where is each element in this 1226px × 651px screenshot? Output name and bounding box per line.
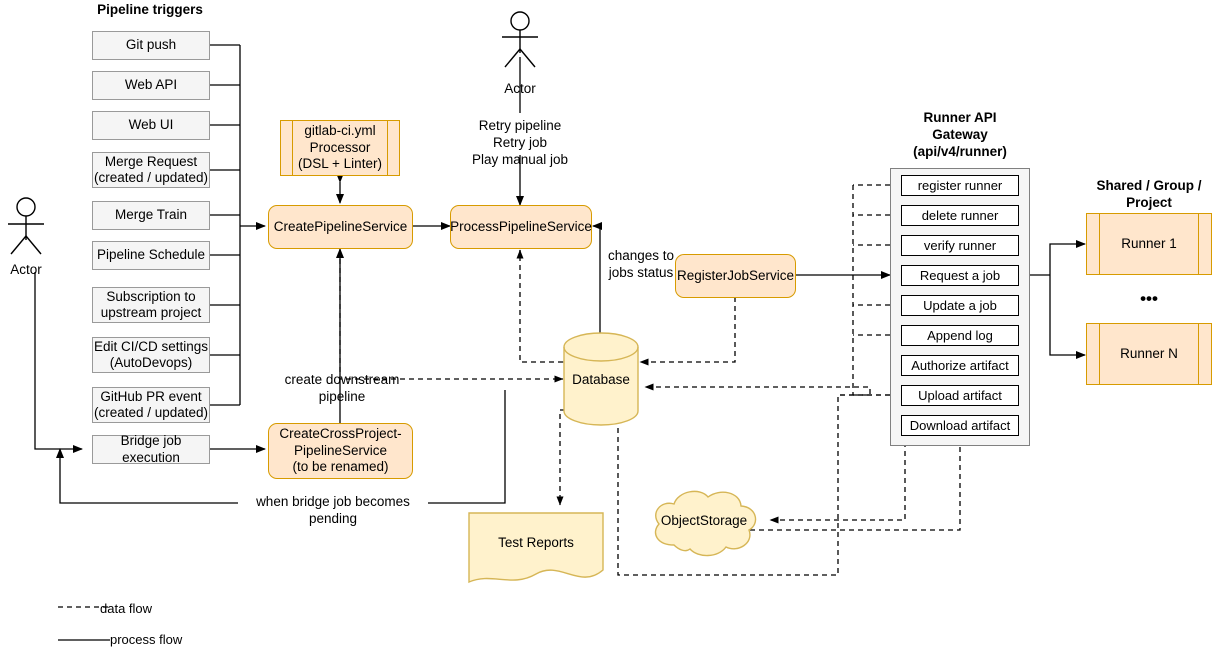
trigger-label: Bridge job execution <box>120 433 182 465</box>
api-delete-runner[interactable]: delete runner <box>901 205 1019 226</box>
api-label: Upload artifact <box>918 387 1002 403</box>
trigger-label: Web API <box>124 77 178 93</box>
runner-label: Runner N <box>1120 345 1178 361</box>
create-cross-project-pipeline-service[interactable]: CreateCrossProject- PipelineService (to … <box>268 423 413 479</box>
create-downstream-pipeline-label: create downstream pipeline <box>284 372 400 404</box>
trigger-bridge-job-execution[interactable]: Bridge job execution <box>92 433 210 465</box>
create-pipeline-service[interactable]: CreatePipelineService <box>268 205 413 249</box>
runner-label: Runner 1 <box>1121 235 1177 251</box>
api-request-a-job[interactable]: Request a job <box>901 265 1019 286</box>
database-shape[interactable] <box>563 332 639 426</box>
actor-top-icon <box>502 11 538 68</box>
api-label: register runner <box>917 177 1003 193</box>
api-label: Update a job <box>923 297 997 313</box>
api-label: Request a job <box>919 267 1001 283</box>
runner-bar-left <box>1099 214 1100 274</box>
api-label: delete runner <box>921 207 999 223</box>
api-update-a-job[interactable]: Update a job <box>901 295 1019 316</box>
pkg-bar-right <box>387 121 388 175</box>
runner-1[interactable]: Runner 1 <box>1086 213 1212 275</box>
trigger-label: Pipeline Schedule <box>96 247 206 263</box>
trigger-label: Merge Train <box>114 207 188 223</box>
service-label: CreateCrossProject- PipelineService (to … <box>279 426 402 475</box>
api-label: Authorize artifact <box>911 357 1009 373</box>
api-append-log[interactable]: Append log <box>901 325 1019 346</box>
trigger-label: Web UI <box>128 117 174 133</box>
trigger-label: Merge Request (created / updated) <box>93 153 209 185</box>
api-authorize-artifact[interactable]: Authorize artifact <box>901 355 1019 376</box>
service-label: RegisterJobService <box>676 267 795 283</box>
runner-bar-right <box>1198 214 1199 274</box>
legend-process-flow-label: process flow <box>110 632 183 647</box>
api-label: Append log <box>927 327 993 343</box>
object-storage-shape[interactable] <box>648 487 760 559</box>
trigger-merge-request[interactable]: Merge Request (created / updated) <box>92 152 210 188</box>
actor-top-label: Actor <box>504 81 536 96</box>
trigger-subscription-upstream[interactable]: Subscription to upstream project <box>92 287 210 323</box>
api-upload-artifact[interactable]: Upload artifact <box>901 385 1019 406</box>
trigger-edit-cicd-settings[interactable]: Edit CI/CD settings (AutoDevops) <box>92 337 210 373</box>
trigger-label: Git push <box>125 37 177 53</box>
runner-api-gateway-heading: Runner API Gateway (api/v4/runner) <box>913 110 1007 159</box>
pkg-bar-left <box>292 121 293 175</box>
actor-left-icon <box>8 197 44 255</box>
legend-process-flow-line <box>58 639 110 641</box>
register-job-service[interactable]: RegisterJobService <box>675 254 796 298</box>
runner-bar-right <box>1198 324 1199 384</box>
service-label: ProcessPipelineService <box>450 218 592 234</box>
trigger-label: Edit CI/CD settings (AutoDevops) <box>93 338 209 370</box>
changes-to-jobs-status-label: changes to jobs status <box>607 248 675 280</box>
retry-actions-label: Retry pipeline Retry job Play manual job <box>471 118 569 167</box>
trigger-git-push[interactable]: Git push <box>92 31 210 60</box>
pipeline-triggers-heading: Pipeline triggers <box>97 2 203 17</box>
service-label: CreatePipelineService <box>273 218 408 234</box>
api-register-runner[interactable]: register runner <box>901 175 1019 196</box>
api-download-artifact[interactable]: Download artifact <box>901 415 1019 436</box>
process-pipeline-service[interactable]: ProcessPipelineService <box>450 205 592 249</box>
trigger-pipeline-schedule[interactable]: Pipeline Schedule <box>92 241 210 270</box>
trigger-merge-train[interactable]: Merge Train <box>92 201 210 230</box>
runner-n[interactable]: Runner N <box>1086 323 1212 385</box>
test-reports-shape[interactable] <box>468 512 604 586</box>
trigger-label: Subscription to upstream project <box>100 288 202 320</box>
api-verify-runner[interactable]: verify runner <box>901 235 1019 256</box>
trigger-label: GitHub PR event (created / updated) <box>93 388 209 420</box>
legend-data-flow-label: data flow <box>100 601 153 616</box>
actor-left-label: Actor <box>10 262 42 277</box>
gitlab-ci-yml-processor[interactable]: gitlab-ci.yml Processor (DSL + Linter) <box>280 120 400 176</box>
trigger-web-api[interactable]: Web API <box>92 71 210 100</box>
trigger-github-pr-event[interactable]: GitHub PR event (created / updated) <box>92 387 210 423</box>
bridge-pending-label: when bridge job becomes pending <box>238 494 428 528</box>
api-label: Download artifact <box>909 417 1011 433</box>
runners-ellipsis: ••• <box>1140 289 1158 308</box>
api-label: verify runner <box>923 237 997 253</box>
trigger-web-ui[interactable]: Web UI <box>92 111 210 140</box>
runner-bar-left <box>1099 324 1100 384</box>
service-label: gitlab-ci.yml Processor (DSL + Linter) <box>298 123 382 172</box>
